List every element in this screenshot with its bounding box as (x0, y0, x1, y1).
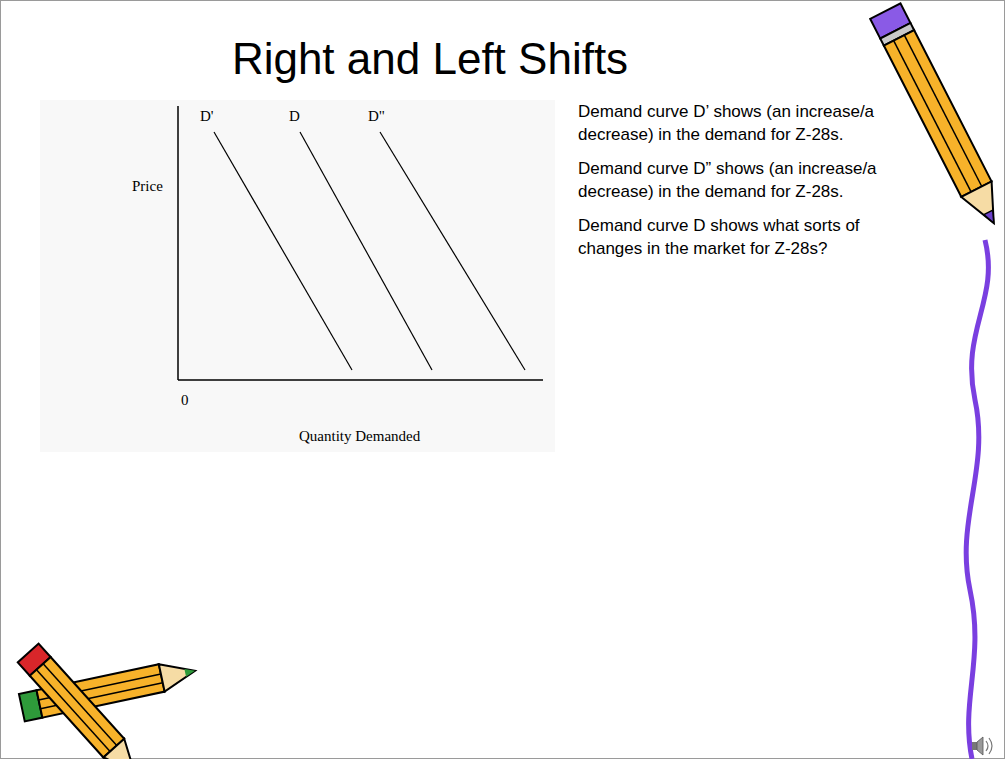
decorative-squiggle (966, 240, 988, 759)
curve-label: D (289, 108, 300, 125)
axis-label: Price (132, 178, 163, 195)
speaker-icon (972, 737, 992, 755)
y-axis (177, 106, 179, 380)
demand-curve (380, 132, 525, 370)
question-text: Demand curve D shows what sorts of chang… (578, 214, 898, 260)
question-text: Demand curve D” shows (an increase/a dec… (578, 157, 898, 203)
demand-curve (214, 132, 352, 370)
chart-background (40, 100, 555, 452)
slide-title: Right and Left Shifts (170, 34, 690, 84)
question-text: Demand curve D’ shows (an increase/a dec… (578, 100, 898, 146)
axis-origin: 0 (181, 392, 189, 409)
axis-label: Quantity Demanded (299, 428, 420, 445)
pencil-clipart (18, 644, 145, 759)
curve-label: D' (200, 108, 214, 125)
pencil-clipart (870, 3, 1005, 230)
x-axis (178, 379, 543, 381)
curve-label: D" (368, 108, 385, 125)
demand-curve (300, 132, 432, 370)
